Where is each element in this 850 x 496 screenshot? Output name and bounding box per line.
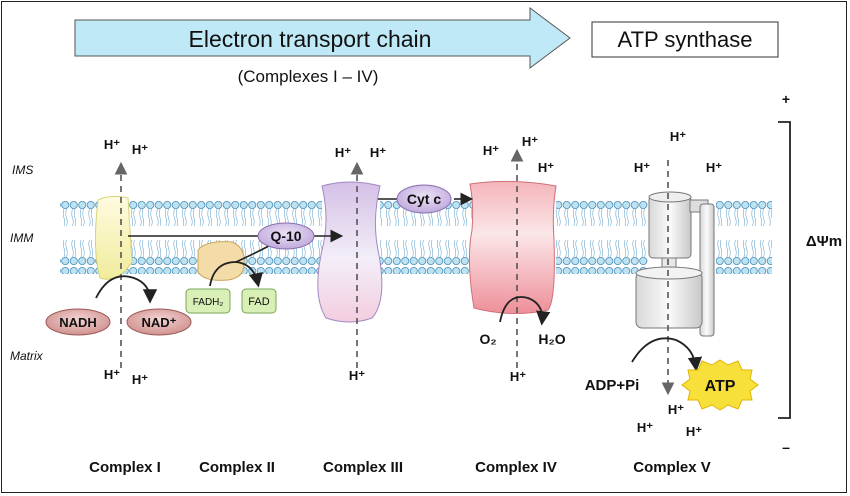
imm-label: IMM bbox=[10, 231, 33, 245]
proton-label: H⁺ bbox=[538, 160, 554, 175]
matrix-label: Matrix bbox=[10, 349, 44, 363]
cytc-label: Cyt c bbox=[407, 191, 441, 207]
nadh-oxidation-arrow bbox=[95, 275, 158, 304]
q10-oval bbox=[257, 222, 315, 250]
potential-bracket bbox=[778, 121, 791, 419]
protons: H⁺ H⁺ H⁺ H⁺ H⁺ H⁺ H⁺ H⁺ H⁺ H⁺ H⁺ H⁺ H⁺ H… bbox=[104, 129, 722, 439]
q10-label: Q-10 bbox=[270, 228, 301, 244]
complex-i-label: Complex I bbox=[89, 459, 161, 476]
complex-iii-shape bbox=[317, 181, 383, 323]
proton-label: H⁺ bbox=[483, 143, 499, 158]
proton-label: H⁺ bbox=[104, 367, 120, 382]
fad-box bbox=[241, 288, 277, 314]
proton-label: H⁺ bbox=[522, 134, 538, 149]
oxygen-reduction-arrow bbox=[499, 296, 551, 326]
atp-synthesis-arrow bbox=[631, 337, 703, 372]
potential-minus: – bbox=[782, 439, 790, 455]
atp-label: ATP bbox=[705, 378, 736, 395]
nadh-oval bbox=[45, 308, 111, 336]
atp-synthase-label: ATP synthase bbox=[618, 27, 753, 52]
etc-label: Electron transport chain bbox=[189, 26, 432, 52]
cytc-oval bbox=[396, 184, 452, 214]
proton-label: H⁺ bbox=[510, 369, 526, 384]
complex-i-shape bbox=[94, 195, 133, 280]
o2-label: O₂ bbox=[479, 331, 496, 347]
complex-v-label: Complex V bbox=[633, 459, 711, 476]
proton-channels bbox=[114, 148, 675, 396]
complex-ii-label: Complex II bbox=[199, 459, 275, 476]
h2o-label: H₂O bbox=[538, 331, 565, 347]
nad-label: NAD⁺ bbox=[141, 315, 176, 330]
complexes-range-label: (Complexes I – IV) bbox=[238, 67, 379, 86]
atp-synthase-box bbox=[591, 21, 779, 58]
fadh2-label: FADH₂ bbox=[193, 297, 224, 308]
membrane-potential-label: ΔΨm bbox=[806, 233, 842, 250]
proton-label: H⁺ bbox=[637, 420, 653, 435]
proton-label: H⁺ bbox=[132, 142, 148, 157]
proton-label: H⁺ bbox=[668, 402, 684, 417]
proton-label: H⁺ bbox=[370, 145, 386, 160]
proton-label: H⁺ bbox=[104, 137, 120, 152]
nad-oval bbox=[126, 308, 192, 336]
nadh-label: NADH bbox=[59, 315, 97, 330]
proton-label: H⁺ bbox=[634, 160, 650, 175]
proton-label: H⁺ bbox=[335, 145, 351, 160]
proton-label: H⁺ bbox=[706, 160, 722, 175]
proton-label: H⁺ bbox=[686, 424, 702, 439]
adp-pi-label: ADP+Pi bbox=[585, 377, 640, 394]
potential-plus: + bbox=[782, 91, 790, 107]
fadh2-box bbox=[185, 288, 231, 314]
ims-label: IMS bbox=[12, 163, 33, 177]
proton-label: H⁺ bbox=[349, 368, 365, 383]
atp-star bbox=[681, 359, 759, 411]
complex-iii-label: Complex III bbox=[323, 459, 403, 476]
complex-iv-shape bbox=[468, 180, 557, 315]
etc-header-arrow bbox=[74, 7, 571, 69]
fad-label: FAD bbox=[248, 296, 269, 308]
complex-iv-label: Complex IV bbox=[475, 459, 557, 476]
complex-v-shape bbox=[635, 191, 715, 337]
proton-label: H⁺ bbox=[670, 129, 686, 144]
proton-label: H⁺ bbox=[132, 372, 148, 387]
